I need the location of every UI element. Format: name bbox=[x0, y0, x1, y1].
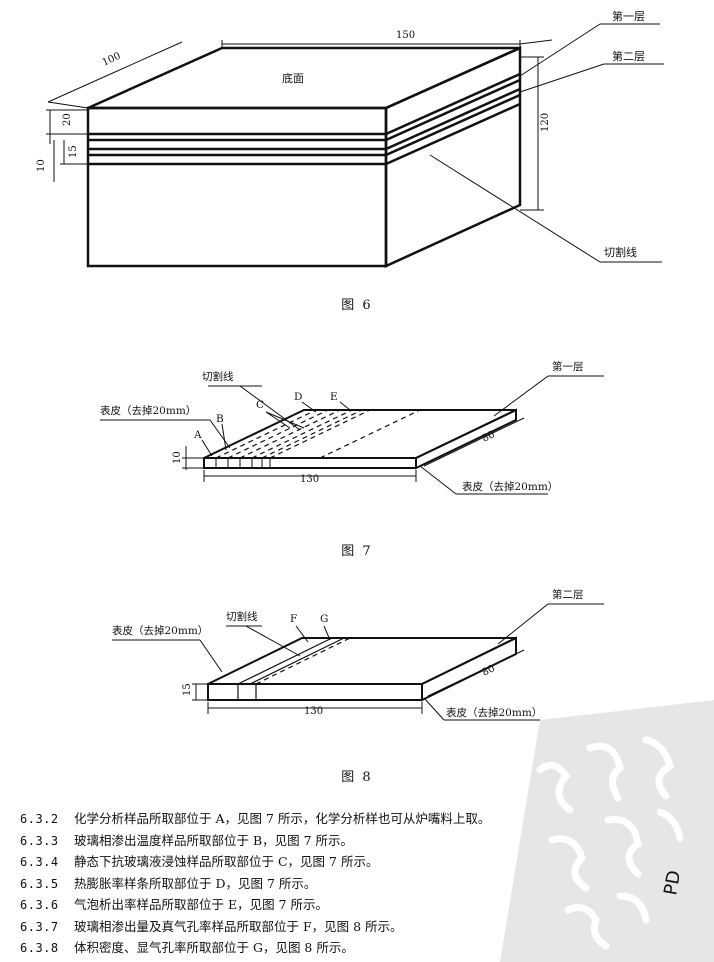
fig8-caption: 图 8 bbox=[341, 770, 373, 785]
figure-8: 第二层 切割线 表皮（去掉20mm） 表皮（去掉20mm） F G 130 80… bbox=[112, 588, 604, 721]
clause-number: 6.3.6 bbox=[20, 898, 59, 912]
fig6-caption: 图 6 bbox=[341, 298, 373, 313]
fig8-mark-g: G bbox=[320, 613, 328, 625]
fig6-dim-gap: 10 bbox=[36, 159, 47, 172]
figure-7: 第一层 切割线 表皮（去掉20mm） 表皮（去掉20mm） A B C D E … bbox=[100, 360, 604, 495]
slab8-side bbox=[421, 636, 517, 702]
fig7-dim-length: 130 bbox=[300, 474, 319, 485]
fig8-dim-length: 130 bbox=[304, 706, 323, 717]
fig7-caption: 图 7 bbox=[341, 544, 373, 559]
clause-text: 玻璃相渗出量及真气孔率样品所取部位于 F，见图 8 所示。 bbox=[74, 918, 403, 934]
fig6-dim-width: 150 bbox=[396, 30, 415, 41]
clause-number: 6.3.7 bbox=[20, 919, 59, 934]
fig6-dim-layer2: 15 bbox=[68, 145, 79, 158]
fig8-dim-thickness: 15 bbox=[182, 683, 193, 696]
clause-number: 6.3.4 bbox=[20, 855, 59, 869]
fig8-dim-line-80 bbox=[427, 649, 525, 697]
fig7-skin-top-label: 表皮（去掉20mm） bbox=[100, 404, 196, 417]
fig8-layer-label: 第二层 bbox=[552, 588, 584, 601]
fig6-dim-layer1: 20 bbox=[62, 113, 73, 126]
clause-number: 6.3.3 bbox=[20, 833, 59, 848]
fig6-layer2-label: 第二层 bbox=[612, 49, 645, 63]
clause-text: 体积密度、显气孔率所取部位于 G，见图 8 所示。 bbox=[74, 940, 354, 955]
fig7-mark-e: E bbox=[330, 391, 338, 403]
clause-6-3-8: 6.3.8 体积密度、显气孔率所取部位于 G，见图 8 所示。 bbox=[20, 937, 700, 959]
fig8-mark-f: F bbox=[290, 613, 297, 625]
fig6-face-label: 底面 bbox=[282, 71, 304, 85]
clause-6-3-5: 6.3.5 热膨胀率样条所取部位于 D，见图 7 所示。 bbox=[20, 873, 700, 895]
clause-6-3-4: 6.3.4 静态下抗玻璃液浸蚀样品所取部位于 C，见图 7 所示。 bbox=[20, 851, 700, 873]
cut-lines bbox=[88, 72, 521, 166]
fig8-skin-top-label: 表皮（去掉20mm） bbox=[112, 624, 208, 637]
clause-number: 6.3.5 bbox=[20, 876, 59, 891]
fig7-leader-skin-top bbox=[209, 419, 231, 449]
fig8-cut-line-label: 切割线 bbox=[226, 610, 258, 623]
block-side-face bbox=[384, 46, 522, 268]
watermark-seal: PD bbox=[500, 700, 714, 962]
clause-6-3-7: 6.3.7 玻璃相渗出量及真气孔率样品所取部位于 F，见图 8 所示。 bbox=[20, 916, 700, 938]
fig8-cut-lines bbox=[237, 637, 351, 700]
fig8-leader-skin-bottom bbox=[423, 697, 445, 721]
fig6-cut-line-label: 切割线 bbox=[604, 245, 637, 259]
clause-text: 热膨胀率样条所取部位于 D，见图 7 所示。 bbox=[74, 875, 317, 891]
clause-text: 静态下抗玻璃液浸蚀样品所取部位于 C，见图 7 所示。 bbox=[74, 854, 379, 869]
fig7-dim-width: 80 bbox=[480, 429, 496, 444]
fig8-leader-skin-top bbox=[199, 639, 223, 673]
fig6-dim-height: 120 bbox=[540, 113, 551, 132]
fig7-mark-d: D bbox=[294, 391, 302, 403]
fig7-dim-line-80 bbox=[423, 417, 525, 467]
clause-6-3-6: 6.3.6 气泡析出率样品所取部位于 E，见图 7 所示。 bbox=[20, 894, 700, 916]
fig7-cut-lines bbox=[215, 409, 421, 459]
slab7-side bbox=[415, 408, 517, 470]
watermark-text: PD bbox=[660, 869, 685, 897]
fig7-dim-thickness: 10 bbox=[172, 451, 183, 464]
leader-cut-line bbox=[429, 154, 601, 263]
fig8-dim-width: 80 bbox=[480, 663, 496, 678]
clause-6-3-2: 6.3.2 化学分析样品所取部位于 A，见图 7 所示，化学分析样也可从炉嘴料上取… bbox=[20, 808, 700, 830]
fig7-mark-c: C bbox=[256, 399, 264, 411]
fig7-leader-cut bbox=[239, 385, 301, 431]
fig8-leader-cut bbox=[245, 625, 301, 657]
slab8-front bbox=[207, 683, 423, 701]
fig7-mark-b: B bbox=[216, 413, 224, 425]
fig6-layer1-label: 第一层 bbox=[612, 9, 645, 23]
leader-layer1 bbox=[519, 23, 601, 77]
fig7-layer-label: 第一层 bbox=[552, 360, 584, 373]
fig7-leader-layer bbox=[493, 375, 549, 417]
fig7-leader-skin-bottom bbox=[419, 465, 457, 495]
fig7-mark-a: A bbox=[193, 429, 202, 441]
clause-list: 6.3.2 化学分析样品所取部位于 A，见图 7 所示，化学分析样也可从炉嘴料上取… bbox=[20, 808, 700, 959]
fig7-cut-line-label: 切割线 bbox=[202, 370, 234, 383]
fig7-skin-bottom-label: 表皮（去掉20mm） bbox=[462, 480, 558, 493]
dim-line-100 bbox=[47, 41, 183, 103]
figure-6: 底面 150 100 120 20 15 10 第一层 第二层 切割线 bbox=[36, 9, 664, 268]
fig8-leader-layer bbox=[497, 603, 549, 645]
clause-text: 玻璃相渗出温度样品所取部位于 B，见图 7 所示。 bbox=[74, 832, 354, 848]
clause-text: 气泡析出率样品所取部位于 E，见图 7 所示。 bbox=[74, 897, 328, 912]
fig8-skin-bottom-label: 表皮（去掉20mm） bbox=[446, 706, 542, 719]
clause-6-3-3: 6.3.3 玻璃相渗出温度样品所取部位于 B，见图 7 所示。 bbox=[20, 830, 700, 852]
clause-number: 6.3.2 bbox=[20, 812, 59, 826]
clause-text: 化学分析样品所取部位于 A，见图 7 所示，化学分析样也可从炉嘴料上取。 bbox=[74, 811, 491, 826]
clause-number: 6.3.8 bbox=[20, 941, 59, 955]
leader-layer2 bbox=[519, 63, 605, 93]
